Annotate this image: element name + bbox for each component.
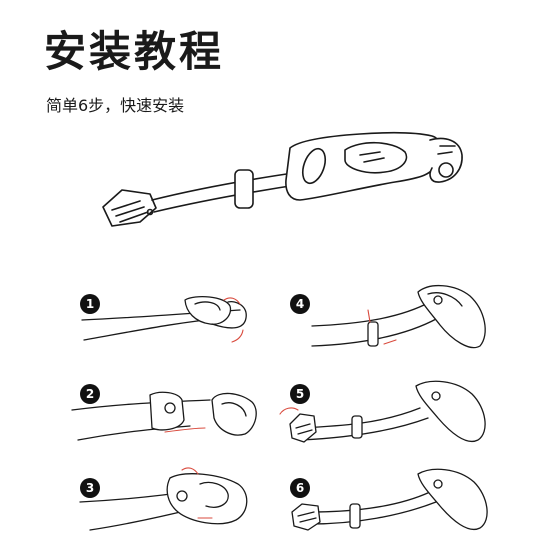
step-badge-4: 4: [290, 294, 310, 314]
step-badge-2: 2: [80, 384, 100, 404]
step-badge-6: 6: [290, 478, 310, 498]
step-1-drawing: [81, 295, 247, 341]
step-4-drawing: [311, 285, 486, 349]
step-badge-5: 5: [290, 384, 310, 404]
page-title: 安装教程: [44, 27, 225, 76]
step-6-drawing: [291, 468, 488, 531]
step-badge-3: 3: [80, 478, 100, 498]
page-subtitle: 简单6步，快速安装: [46, 96, 185, 115]
step-2-drawing: [71, 391, 257, 441]
step-badge-1: 1: [80, 294, 100, 314]
step-3-drawing: [79, 473, 248, 531]
guide-arrows: [164, 297, 397, 519]
step-5-drawing: [289, 380, 486, 443]
